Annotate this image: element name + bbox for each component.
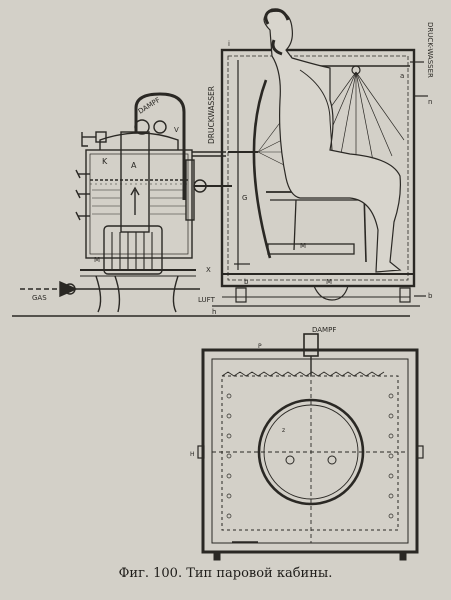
label-v: V (174, 126, 179, 134)
label-z-plan: z (282, 427, 285, 434)
label-luft: LUFT (198, 296, 216, 304)
label-a-right: a (400, 72, 404, 80)
label-druckwasser-right: DRUCK-WASSER (426, 22, 434, 78)
label-x: X (206, 266, 211, 274)
label-b-left: b (244, 278, 249, 286)
label-m-machine: M (94, 256, 100, 264)
steam-cabin-section (212, 8, 428, 307)
label-druckwasser-left: DRUCKWASSER (207, 86, 216, 144)
label-b-right: b (428, 292, 433, 300)
diagram-labels: DAMPF DRUCKWASSER DRUCK-WASSER GAS LUFT … (32, 22, 434, 458)
label-k: K (102, 157, 108, 166)
label-gas: GAS (32, 294, 47, 302)
label-h-bottom: h (212, 308, 216, 316)
steam-pipe (192, 151, 232, 193)
cabin-plan-view (197, 333, 424, 561)
label-dampf-plan: DAMPF (312, 326, 336, 334)
steam-generator (20, 92, 200, 313)
label-m-floor: M (326, 278, 332, 286)
label-a: A (131, 161, 137, 170)
label-m-cabin: M (300, 242, 306, 250)
figure-caption: Фиг. 100. Тип паровой кабины. (118, 566, 333, 581)
label-h-plan: H (190, 451, 195, 458)
label-g: G (242, 194, 247, 202)
label-n-right: n (428, 98, 432, 106)
label-p-plan: P (258, 343, 262, 350)
label-i-top: i (228, 40, 230, 48)
